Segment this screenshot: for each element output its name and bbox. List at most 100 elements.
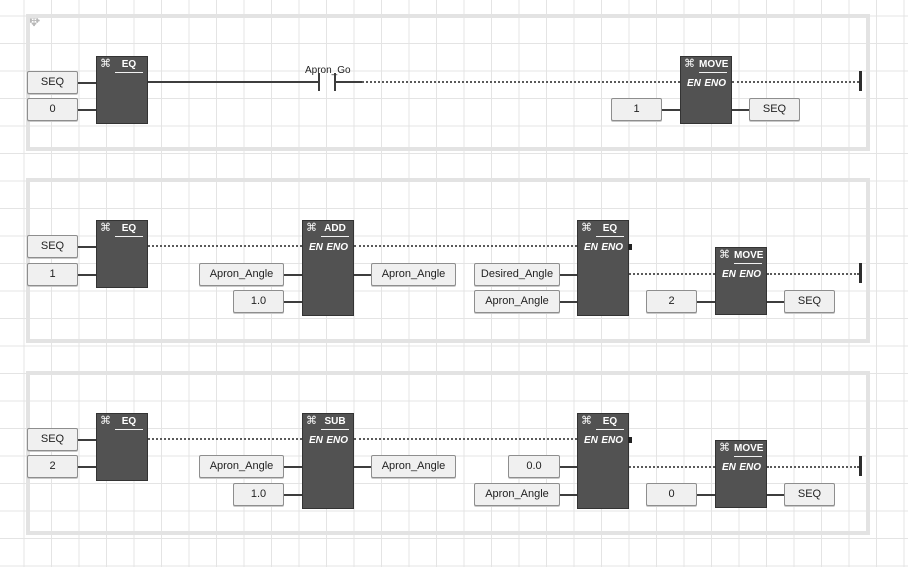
move-block[interactable]: ⌘ MOVE EN ENO [715,247,767,315]
eq-input-2[interactable]: 1 [27,263,78,286]
en-label: EN [722,269,736,280]
block-title: MOVE [734,249,763,264]
block-icon: ⌘ [100,222,111,234]
eq-input-1[interactable]: SEQ [27,71,78,94]
wire [148,81,318,83]
move-block[interactable]: ⌘ MOVE EN ENO [680,56,732,124]
rung-end [859,456,862,476]
en-label: EN [687,78,701,89]
rung-3[interactable] [26,371,870,535]
sub-input-1[interactable]: Apron_Angle [199,455,284,478]
wire [284,466,302,468]
contact[interactable] [318,73,336,91]
block-title: SUB [321,415,349,430]
sub-output[interactable]: Apron_Angle [371,455,456,478]
cmp-input-1[interactable]: Desired_Angle [474,263,560,286]
block-icon: ⌘ [719,249,730,261]
add-block[interactable]: ⌘ ADD EN ENO [302,220,354,316]
eq-compare-block[interactable]: ⌘ EQ EN ENO [577,220,632,316]
eq-block[interactable]: ⌘ EQ [96,413,148,481]
cmp-input-2[interactable]: Apron_Angle [474,290,560,313]
en-label: EN [722,462,736,473]
wire [767,301,784,303]
block-title: MOVE [734,442,763,457]
wire [767,466,859,468]
en-label: EN [309,435,323,446]
wire [336,81,362,83]
sub-input-2[interactable]: 1.0 [233,483,284,506]
move-block[interactable]: ⌘ MOVE EN ENO [715,440,767,508]
block-icon: ⌘ [719,442,730,454]
move-output[interactable]: SEQ [749,98,800,121]
block-title: ADD [321,222,349,237]
eno-label: ENO [739,269,761,280]
eno-label: ENO [739,462,761,473]
block-title: MOVE [699,58,728,73]
eq-input-1[interactable]: SEQ [27,428,78,451]
move-input[interactable]: 1 [611,98,662,121]
wire [354,274,371,276]
contact-label: Apron_Go [305,65,351,76]
block-icon: ⌘ [100,58,111,70]
rung-2[interactable] [26,178,870,343]
add-input-2[interactable]: 1.0 [233,290,284,313]
wire [560,494,577,496]
block-icon: ⌘ [100,415,111,427]
wire [354,466,371,468]
block-title: EQ [596,222,624,237]
wire [354,438,577,440]
block-icon: ⌘ [306,415,317,427]
block-icon: ⌘ [306,222,317,234]
wire [697,494,715,496]
wire [284,301,302,303]
cmp-input-2[interactable]: Apron_Angle [474,483,560,506]
rung-end [859,71,862,91]
contact-bar [318,73,320,91]
move-output[interactable]: SEQ [784,290,835,313]
eno-label: ENO [704,78,726,89]
eq-block[interactable]: ⌘ EQ [96,220,148,288]
eq-compare-block[interactable]: ⌘ EQ EN ENO [577,413,632,509]
eq-input-1[interactable]: SEQ [27,235,78,258]
eq-block[interactable]: ⌘ EQ [96,56,148,124]
wire [362,81,680,83]
wire [78,82,96,84]
sub-block[interactable]: ⌘ SUB EN ENO [302,413,354,509]
block-icon: ⌘ [581,222,592,234]
wire [767,273,859,275]
wire [354,245,577,247]
block-icon: ⌘ [684,58,695,70]
wire [78,246,96,248]
wire [148,245,302,247]
wire [78,109,96,111]
eno-label: ENO [326,435,348,446]
eno-label: ENO [601,242,623,253]
wire [732,109,749,111]
add-output[interactable]: Apron_Angle [371,263,456,286]
wire [767,494,784,496]
eno-label: ENO [326,242,348,253]
block-title: EQ [115,415,143,430]
contact-bar [334,73,336,91]
wire [148,438,302,440]
move-output[interactable]: SEQ [784,483,835,506]
wire [78,439,96,441]
en-label: EN [584,242,598,253]
wire [284,274,302,276]
wire [560,274,577,276]
move-input[interactable]: 0 [646,483,697,506]
cmp-input-1[interactable]: 0.0 [508,455,560,478]
wire [629,466,715,468]
eq-input-2[interactable]: 0 [27,98,78,121]
wire [78,466,96,468]
add-input-1[interactable]: Apron_Angle [199,263,284,286]
wire [284,494,302,496]
en-label: EN [309,242,323,253]
en-label: EN [584,435,598,446]
rung-end [859,263,862,283]
wire [732,81,859,83]
move-input[interactable]: 2 [646,290,697,313]
eq-input-2[interactable]: 2 [27,455,78,478]
wire [662,109,680,111]
output-pin [628,244,632,250]
